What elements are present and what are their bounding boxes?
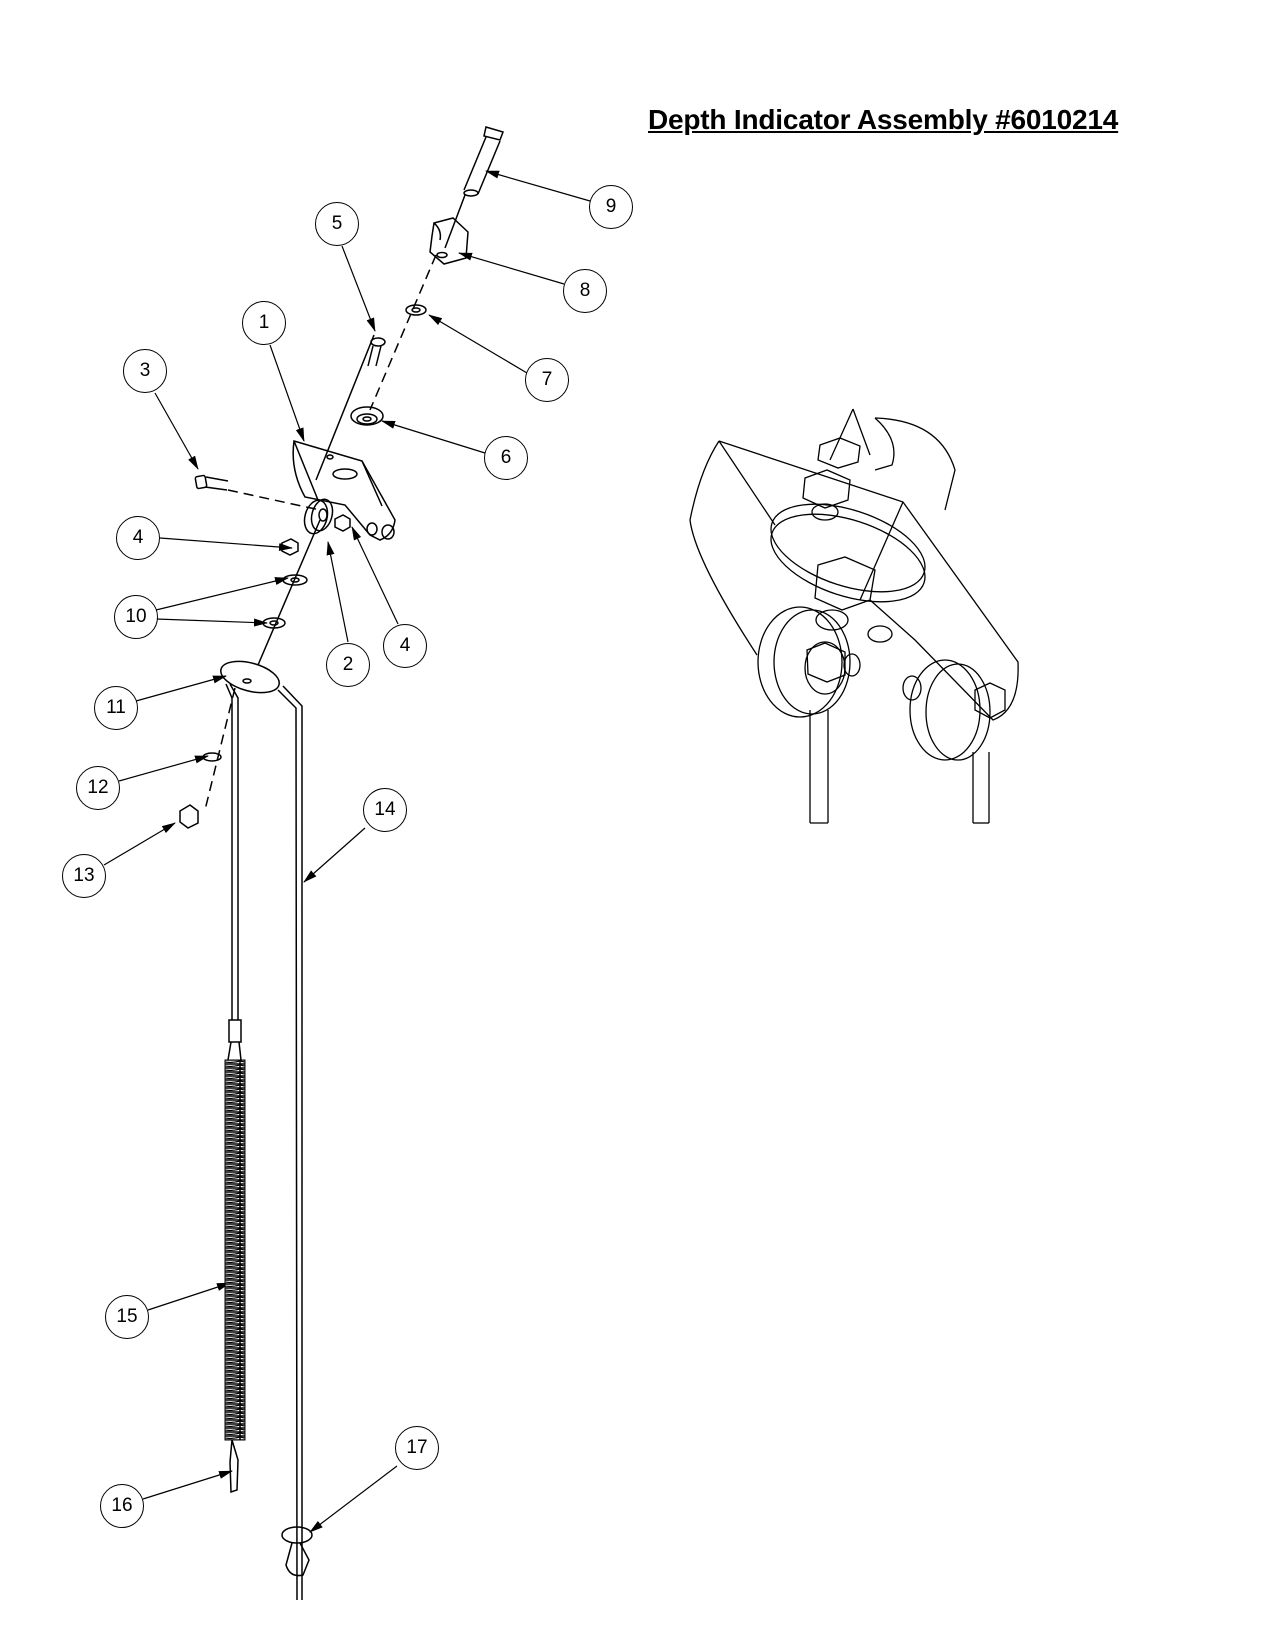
part-5-screw bbox=[367, 337, 386, 367]
part-16-tail bbox=[229, 1439, 239, 1494]
callout-4: 4 bbox=[383, 624, 427, 668]
callout-13: 13 bbox=[62, 854, 106, 898]
part-13-nut bbox=[179, 804, 199, 829]
part-10-washer-b bbox=[262, 617, 286, 629]
leader-lines bbox=[103, 170, 591, 1533]
part-3-bolt bbox=[194, 474, 229, 491]
part-15-spring-rod bbox=[225, 683, 242, 1061]
part-15-spring bbox=[224, 1059, 246, 1441]
part-12-washer bbox=[202, 752, 222, 762]
callout-16: 16 bbox=[100, 1484, 144, 1528]
detail-view bbox=[689, 408, 1019, 824]
part-6-bearing bbox=[350, 406, 384, 426]
callout-6: 6 bbox=[484, 436, 528, 480]
part-11-disc bbox=[220, 660, 280, 694]
part-10-washer-a bbox=[282, 574, 308, 586]
callout-12: 12 bbox=[76, 766, 120, 810]
callout-9: 9 bbox=[589, 185, 633, 229]
callout-15: 15 bbox=[105, 1295, 149, 1339]
part-4-nut-b bbox=[334, 514, 351, 532]
part-8-indicator bbox=[429, 217, 469, 265]
callout-11: 11 bbox=[94, 686, 138, 730]
callout-2: 2 bbox=[326, 643, 370, 687]
callout-1: 1 bbox=[242, 301, 286, 345]
callout-8: 8 bbox=[563, 269, 607, 313]
bracket-side-bolt bbox=[366, 522, 395, 540]
part-2-pulley bbox=[303, 498, 334, 535]
callout-14: 14 bbox=[363, 788, 407, 832]
callout-3: 3 bbox=[123, 349, 167, 393]
callout-4: 4 bbox=[116, 516, 160, 560]
part-4-nut-a bbox=[281, 538, 299, 556]
part-9-bolt bbox=[463, 126, 504, 197]
part-7-washer bbox=[405, 304, 427, 316]
callout-17: 17 bbox=[395, 1426, 439, 1470]
part-1-bracket bbox=[292, 440, 396, 541]
part-14-rod bbox=[277, 685, 303, 1601]
callout-5: 5 bbox=[315, 202, 359, 246]
assembly-title: Depth Indicator Assembly #6010214 bbox=[648, 104, 1119, 135]
callout-10: 10 bbox=[114, 595, 158, 639]
part-17-clip bbox=[281, 1526, 313, 1577]
callout-7: 7 bbox=[525, 358, 569, 402]
assembly-axis bbox=[204, 194, 466, 811]
